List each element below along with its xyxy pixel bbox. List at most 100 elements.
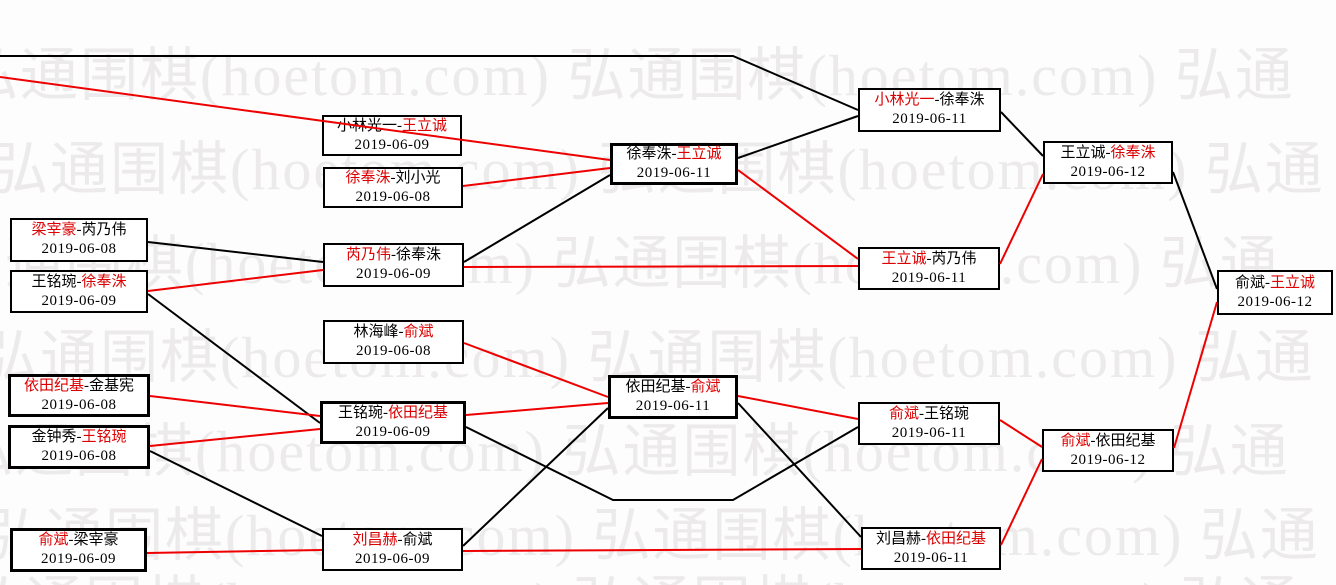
vs-dash: - <box>685 379 691 395</box>
player1-name: 依田纪基 <box>625 379 686 395</box>
vs-dash: - <box>919 405 924 422</box>
player2-name: 王立诚 <box>1270 274 1316 291</box>
player1-name: 芮乃伟 <box>345 247 391 263</box>
match-players: 小林光一-徐奉洙 <box>874 91 984 110</box>
vs-dash: - <box>921 530 926 547</box>
match-date: 2019-06-11 <box>892 111 967 127</box>
match-date: 2019-06-08 <box>41 241 117 257</box>
player1-name: 王铭琬 <box>31 273 77 290</box>
vs-dash: - <box>397 531 403 548</box>
vs-dash: - <box>68 532 74 548</box>
match-date: 2019-06-08 <box>41 448 117 464</box>
match-date: 2019-06-09 <box>356 266 431 282</box>
vs-dash: - <box>1265 274 1270 291</box>
player1-name: 俞斌 <box>888 405 919 422</box>
player2-name: 依田纪基 <box>388 404 449 421</box>
player2-name: 俞斌 <box>403 324 434 340</box>
match-date: 2019-06-09 <box>354 136 430 153</box>
player1-name: 俞斌 <box>1060 432 1091 449</box>
player2-name: 徐奉洙 <box>396 247 442 263</box>
match-date: 2019-06-09 <box>41 292 117 309</box>
match-players: 徐奉洙-王立诚 <box>626 145 721 164</box>
player1-name: 依田纪基 <box>23 377 84 394</box>
player1-name: 徐奉洙 <box>345 169 391 186</box>
player2-name: 王立诚 <box>676 146 722 162</box>
match-date: 2019-06-11 <box>635 398 711 414</box>
player2-name: 俞斌 <box>402 531 433 548</box>
match-date: 2019-06-09 <box>355 550 430 567</box>
match-players: 刘昌赫-俞斌 <box>352 531 432 550</box>
match-date: 2019-06-11 <box>891 269 967 286</box>
match-players: 王铭琬-徐奉洙 <box>31 273 126 292</box>
player1-name: 俞斌 <box>1234 274 1265 291</box>
watermark-text: 弘通围棋(hoetom.com) 弘通围棋(hoetom.com) 弘通 <box>0 556 1300 585</box>
match-players: 金钟秀-王铭琬 <box>31 428 126 447</box>
match-date: 2019-06-08 <box>41 396 117 413</box>
player2-name: 王铭琬 <box>924 405 970 422</box>
player1-name: 王立诚 <box>1060 144 1106 161</box>
match-date: 2019-06-09 <box>41 551 116 567</box>
vs-dash: - <box>398 324 404 340</box>
match-box[interactable]: 梁宰豪-芮乃伟 2019-06-08 <box>10 218 148 262</box>
match-box[interactable]: 俞斌-梁宰豪 2019-06-09 <box>10 528 147 572</box>
player2-name: 徐奉洙 <box>81 273 127 290</box>
match-players: 林海峰-俞斌 <box>353 323 433 342</box>
player2-name: 依田纪基 <box>1095 432 1156 449</box>
player2-name: 王铭琬 <box>81 429 127 445</box>
vs-dash: - <box>671 146 677 162</box>
player2-name: 芮乃伟 <box>81 222 127 238</box>
match-date: 2019-06-09 <box>355 423 431 440</box>
player1-name: 金钟秀 <box>31 429 77 445</box>
player1-name: 王立诚 <box>881 250 927 267</box>
match-players: 刘昌赫-依田纪基 <box>876 530 986 549</box>
player1-name: 小林光一 <box>336 117 397 134</box>
match-players: 王铭琬-依田纪基 <box>338 404 448 423</box>
player1-name: 王铭琬 <box>337 404 383 421</box>
player1-name: 刘昌赫 <box>875 530 921 547</box>
player1-name: 徐奉洙 <box>626 146 672 162</box>
vs-dash: - <box>76 273 82 290</box>
match-date: 2019-06-12 <box>1070 163 1146 180</box>
match-date: 2019-06-11 <box>893 549 969 566</box>
player2-name: 徐奉洙 <box>939 92 985 108</box>
match-players: 徐奉洙-刘小光 <box>345 169 440 188</box>
match-players: 王立诚-芮乃伟 <box>881 250 976 269</box>
match-players: 俞斌-依田纪基 <box>1060 432 1155 451</box>
vs-dash: - <box>934 92 940 108</box>
player1-name: 梁宰豪 <box>31 222 77 238</box>
vs-dash: - <box>391 247 396 263</box>
match-players: 芮乃伟-徐奉洙 <box>346 246 441 265</box>
player2-name: 依田纪基 <box>926 530 987 547</box>
match-date: 2019-06-11 <box>636 165 712 181</box>
player2-name: 刘小光 <box>395 169 441 186</box>
match-players: 依田纪基-金基宪 <box>24 377 134 396</box>
player2-name: 梁宰豪 <box>73 532 119 548</box>
player1-name: 小林光一 <box>874 92 935 108</box>
match-players: 俞斌-王铭琬 <box>889 405 969 424</box>
vs-dash: - <box>390 169 396 186</box>
match-players: 王立诚-徐奉洙 <box>1060 144 1155 163</box>
match-date: 2019-06-08 <box>355 188 431 205</box>
player1-name: 俞斌 <box>38 532 69 548</box>
vs-dash: - <box>1105 144 1111 161</box>
player2-name: 芮乃伟 <box>931 250 977 267</box>
vs-dash: - <box>76 222 82 238</box>
